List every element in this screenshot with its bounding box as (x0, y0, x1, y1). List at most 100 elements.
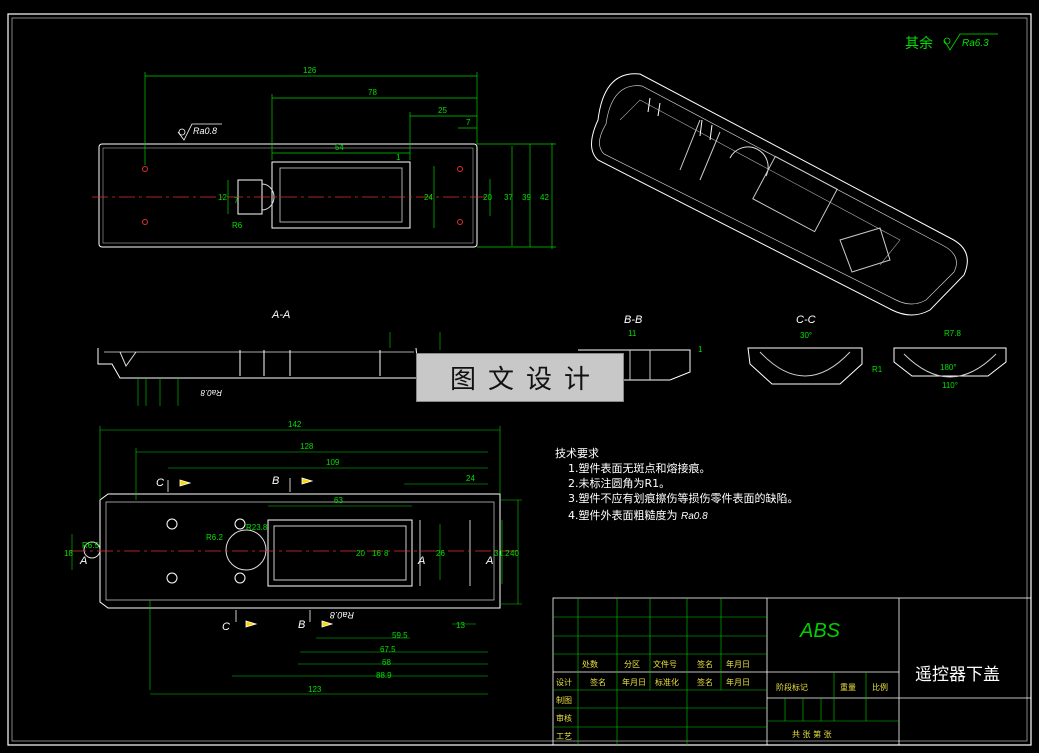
dim-126: 126 (303, 66, 317, 75)
title-block-grid (553, 598, 899, 745)
tech-req-title: 技术要求 (555, 447, 599, 460)
tb-row-review: 审核 (556, 714, 572, 723)
dim-68: 68 (382, 658, 391, 667)
dim-31-2: 31.2 (494, 549, 510, 558)
tb-design-1: 签名 (590, 678, 606, 687)
dim-109: 109 (326, 458, 340, 467)
tb-scale: 比例 (872, 683, 888, 692)
tech-req-item-4-finish: Ra0.8 (681, 511, 708, 522)
finish-symbol-top: Ra0.8 (177, 123, 222, 141)
section-aa-label: A-A (271, 309, 290, 321)
dim-8: 8 (384, 549, 389, 558)
dim-123: 123 (308, 685, 322, 694)
view-markers: C C B B A A A (79, 475, 493, 633)
tech-req-item-2: 2.未标注圆角为R1。 (568, 477, 671, 490)
tb-header-0: 处数 (582, 660, 598, 669)
dim-128: 128 (300, 442, 314, 451)
section-arrows (167, 477, 334, 628)
dim-12: 12 (218, 193, 227, 202)
tech-req-item-4-text: 4.塑件外表面粗糙度为 (568, 509, 678, 522)
finish-label-aa: Ra0.8 (200, 388, 222, 397)
tb-row-draw: 制图 (556, 696, 572, 705)
tb-design-3: 标准化 (655, 678, 679, 687)
tb-design-4: 签名 (697, 678, 713, 687)
finish-label-top: Ra0.8 (193, 126, 217, 136)
finish-symbol-aa: Ra0.8 (200, 388, 222, 397)
dim-7b: 7 (234, 196, 239, 205)
dim-r6: R6 (232, 221, 243, 230)
tb-row-process: 工艺 (556, 732, 572, 741)
dim-r23-8: R23.8 (246, 523, 268, 532)
marker-a-left: A (79, 555, 87, 567)
cc-dim-30deg: 30° (800, 331, 812, 340)
marker-b-top: B (272, 475, 279, 487)
bb-dim-11: 11 (628, 329, 637, 338)
dim-142: 142 (288, 420, 302, 429)
dim-40: 40 (510, 549, 519, 558)
surface-finish-note: 其余 Ra6.3 (905, 33, 998, 52)
cc-dim-r78: R7.8 (944, 329, 961, 338)
tb-header-2: 文件号 (653, 660, 677, 669)
part-name: 遥控器下盖 (915, 665, 1000, 685)
top-view (92, 143, 486, 248)
title-block-lines (552, 597, 1032, 746)
dim-24b: 24 (466, 474, 475, 483)
finish-note-text: 其余 (905, 35, 933, 52)
plan-view-dim-text: 142 128 109 24 63 59.5 67.5 68 88.9 123 … (64, 420, 519, 694)
top-view-dimensions (144, 72, 556, 249)
dim-24: 24 (424, 193, 433, 202)
marker-c-top: C (156, 477, 164, 489)
cc-dim-180: 180° (940, 363, 957, 372)
cc-dim-110: 110° (942, 381, 958, 390)
dim-37: 37 (504, 193, 513, 202)
tb-design-0: 设计 (556, 678, 572, 687)
dim-78: 78 (368, 88, 377, 97)
tech-req-item-3: 3.塑件不应有划痕擦伤等损伤零件表面的缺陷。 (568, 492, 799, 505)
dim-88-9: 88.9 (376, 671, 392, 680)
tb-sheet-info: 共 张 第 张 (792, 730, 832, 739)
dim-39: 39 (522, 193, 531, 202)
section-aa-dims (137, 332, 441, 406)
marker-b-bottom: B (298, 619, 305, 631)
dim-63: 63 (334, 496, 343, 505)
cc-dim-r1: R1 (872, 365, 883, 374)
tb-weight: 重量 (840, 683, 856, 692)
dim-18: 18 (64, 549, 73, 558)
section-aa (97, 347, 419, 379)
dim-20: 20 (483, 193, 492, 202)
finish-label-plan: Ra0.8 (330, 610, 354, 620)
dim-26: 26 (436, 549, 445, 558)
isometric-view (591, 73, 968, 316)
section-cc (747, 347, 1007, 385)
dim-25: 25 (438, 106, 447, 115)
dim-7: 7 (466, 118, 471, 127)
tb-header-4: 年月日 (726, 660, 750, 669)
dim-1: 1 (396, 153, 401, 162)
watermark-box: 图文设计 (416, 353, 624, 402)
dim-r6-5: R6.5 (82, 541, 99, 550)
dim-20b: 20 (356, 549, 365, 558)
dim-54: 54 (335, 143, 344, 152)
marker-a-mid: A (417, 555, 425, 567)
dim-59-5: 59.5 (392, 631, 408, 640)
dim-67-5: 67.5 (380, 645, 396, 654)
section-cc-label: C-C (796, 314, 816, 326)
finish-note-value: Ra6.3 (962, 38, 989, 49)
section-bb-label: B-B (624, 314, 642, 326)
tb-header-1: 分区 (624, 660, 640, 669)
marker-a-right: A (485, 555, 493, 567)
material-label: ABS (800, 620, 841, 642)
dim-13: 13 (456, 621, 465, 630)
dim-r6-2: R6.2 (206, 533, 223, 542)
tech-req-item-1: 1.塑件表面无斑点和熔接痕。 (568, 462, 711, 475)
plan-view-dims (71, 426, 522, 695)
top-view-dim-text: 126 78 25 7 54 1 12 7 R6 24 20 37 39 42 (218, 66, 549, 230)
tb-header-3: 签名 (697, 660, 713, 669)
tb-design-2: 年月日 (622, 678, 646, 687)
finish-symbol-plan: Ra0.8 (330, 610, 354, 620)
dim-16: 16 (372, 549, 381, 558)
outer-border (7, 13, 1032, 746)
marker-c-bottom: C (222, 621, 230, 633)
tb-design-5: 年月日 (726, 678, 750, 687)
